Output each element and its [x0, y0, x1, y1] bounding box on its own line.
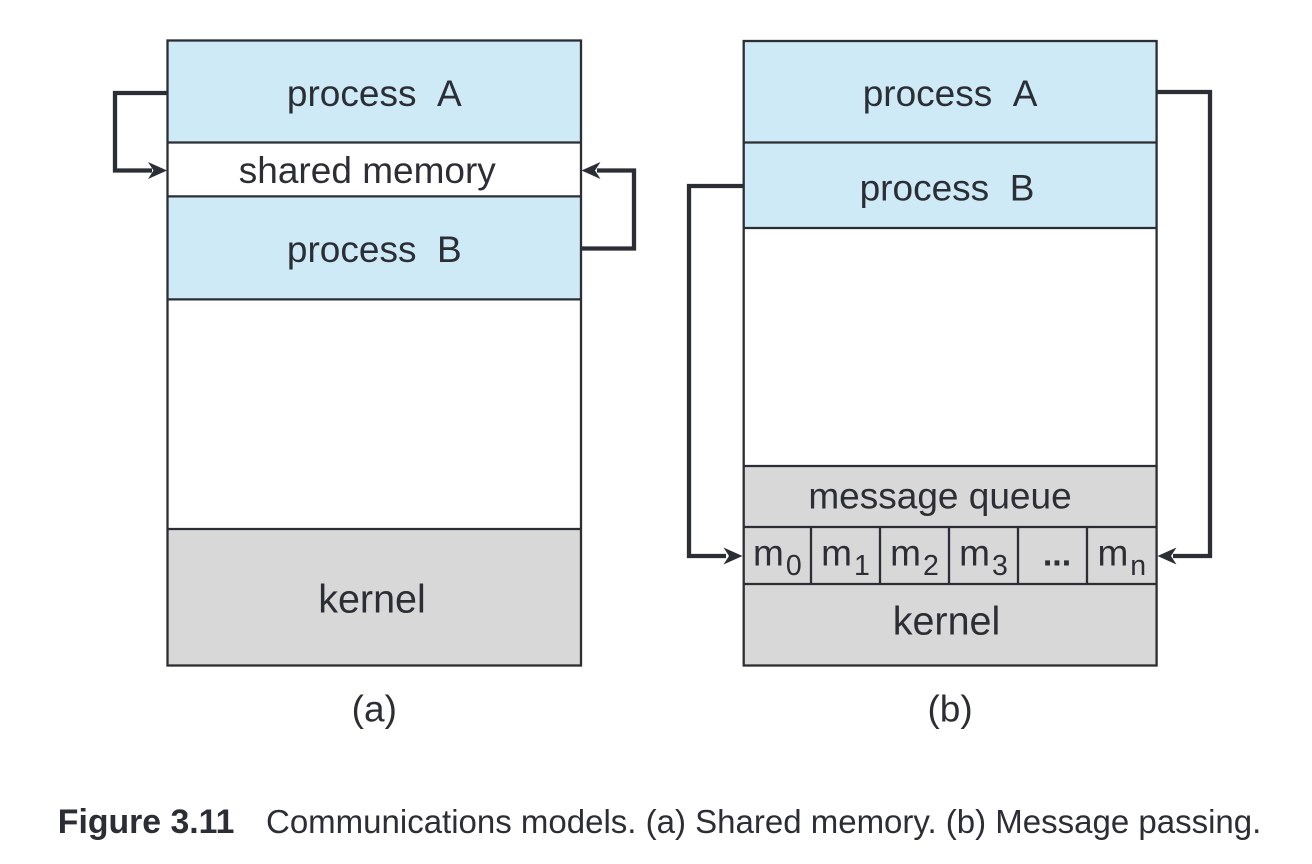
svg-text:kernel: kernel [318, 578, 426, 622]
svg-text:process B: process B [860, 168, 1035, 209]
svg-text:...: ... [1043, 536, 1071, 574]
svg-text:message queue: message queue [808, 476, 1071, 517]
svg-text:(b): (b) [927, 689, 972, 730]
svg-text:(a): (a) [352, 689, 397, 730]
svg-text:process A: process A [287, 73, 462, 114]
svg-text:shared memory: shared memory [239, 150, 497, 191]
svg-text:kernel: kernel [893, 600, 1001, 644]
svg-text:process A: process A [863, 73, 1038, 114]
svg-text:Figure 3.11: Figure 3.11 [58, 803, 235, 841]
svg-text:Communications models. (a) Sha: Communications models. (a) Shared memory… [266, 803, 1261, 840]
svg-text:process B: process B [287, 229, 462, 270]
